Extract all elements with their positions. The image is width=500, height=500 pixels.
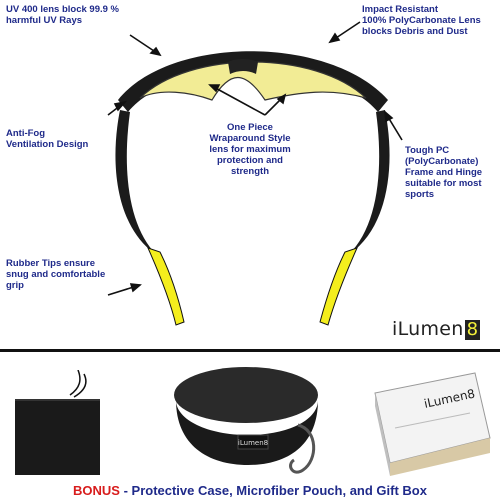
brand-name: iLumen bbox=[392, 318, 464, 340]
callout-line: strength bbox=[231, 166, 269, 177]
left-rubber-tip bbox=[147, 247, 185, 326]
anti-fog-callout: Anti-Fog Ventilation Design bbox=[6, 128, 88, 150]
callout-line: Frame and Hinge bbox=[405, 167, 483, 178]
callout-line: UV 400 lens block 99.9 % bbox=[6, 4, 120, 15]
callout-line: protection and bbox=[217, 155, 283, 166]
bonus-banner: BONUS - Protective Case, Microfiber Pouc… bbox=[0, 483, 500, 498]
bonus-text: - Protective Case, Microfiber Pouch, and… bbox=[119, 483, 427, 498]
bonus-prefix: BONUS bbox=[73, 483, 120, 498]
callout-line: Ventilation Design bbox=[6, 139, 89, 150]
case-logo-text: iLumen8 bbox=[238, 439, 268, 447]
callout-line: Anti-Fog bbox=[6, 128, 46, 139]
callout-line: harmful UV Rays bbox=[6, 15, 83, 26]
callout-line: lens for maximum bbox=[209, 144, 291, 155]
wraparound-lens-callout: One Piece Wraparound Style lens for maxi… bbox=[194, 122, 306, 177]
protective-case-image: iLumen8 bbox=[174, 367, 318, 474]
callout-line: Rubber Tips ensure bbox=[6, 258, 96, 269]
sunglasses-image bbox=[107, 21, 403, 326]
callout-line: grip bbox=[6, 280, 24, 291]
frame-hinge-callout: Tough PC (PolyCarbonate) Frame and Hinge… bbox=[405, 145, 482, 200]
callout-line: snug and comfortable bbox=[6, 269, 106, 280]
brand-number: 8 bbox=[464, 319, 481, 340]
right-rubber-tip bbox=[319, 247, 358, 326]
callout-line: blocks Debris and Dust bbox=[362, 26, 468, 37]
section-divider bbox=[0, 349, 500, 352]
impact-resistant-callout: Impact Resistant 100% PolyCarbonate Lens… bbox=[362, 4, 481, 37]
callout-line: suitable for most bbox=[405, 178, 482, 189]
callout-line: sports bbox=[405, 189, 435, 200]
callout-line: One Piece bbox=[227, 122, 273, 133]
gift-box-image: iLumen8 bbox=[374, 372, 491, 476]
microfiber-pouch-image bbox=[15, 370, 100, 475]
callout-line: Wraparound Style bbox=[209, 133, 291, 144]
callout-line: 100% PolyCarbonate Lens bbox=[362, 15, 481, 26]
callout-line: Tough PC bbox=[405, 145, 450, 156]
uv-protection-callout: UV 400 lens block 99.9 % harmful UV Rays bbox=[6, 4, 119, 26]
callout-line: (PolyCarbonate) bbox=[405, 156, 479, 167]
rubber-tips-callout: Rubber Tips ensure snug and comfortable … bbox=[6, 258, 105, 291]
callout-line: Impact Resistant bbox=[362, 4, 439, 15]
